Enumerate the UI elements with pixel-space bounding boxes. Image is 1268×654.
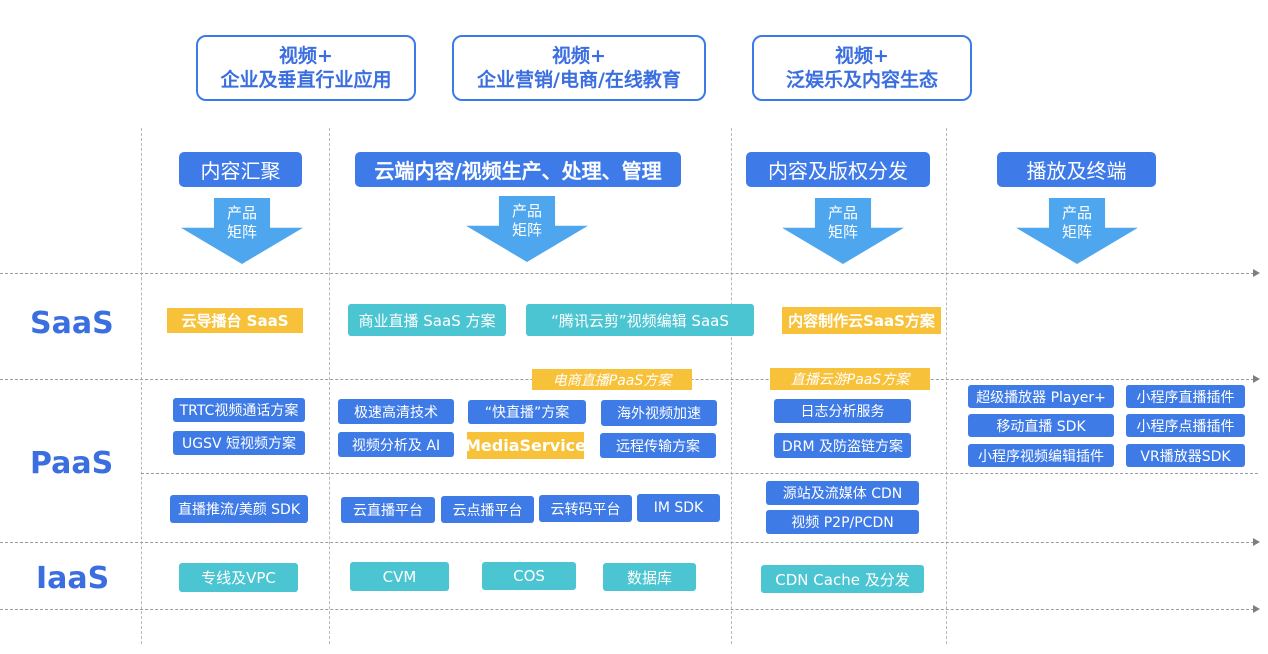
arrow-label: 矩阵 (511, 221, 542, 239)
column-divider (141, 128, 142, 644)
stage-cloud-production: 云端内容/视频生产、处理、管理 (355, 152, 681, 187)
product-matrix-arrow: 产品 矩阵 (181, 198, 303, 264)
header-line2: 企业营销/电商/在线教育 (477, 69, 681, 91)
stage-playback-terminal: 播放及终端 (997, 152, 1156, 187)
arrow-right-icon (1253, 538, 1260, 546)
column-divider (329, 128, 330, 644)
arrow-right-icon (1253, 375, 1260, 383)
product-matrix-arrow: 产品 矩阵 (782, 198, 904, 264)
iaas-cdn-cache[interactable]: CDN Cache 及分发 (761, 565, 924, 593)
layer-divider (0, 542, 1254, 543)
paas-hd-tech[interactable]: 极速高清技术 (338, 399, 454, 424)
arrow-label: 矩阵 (226, 223, 257, 241)
arrow-right-icon (1253, 269, 1260, 277)
paas-push-beauty-sdk[interactable]: 直播推流/美颜 SDK (170, 495, 308, 523)
iaas-cvm[interactable]: CVM (350, 562, 449, 591)
layer-divider (0, 609, 1254, 610)
column-divider (731, 128, 732, 644)
paas-remote-transfer[interactable]: 远程传输方案 (600, 433, 716, 458)
stage-distribution: 内容及版权分发 (746, 152, 930, 187)
column-divider (946, 128, 947, 644)
paas-vod-platform[interactable]: 云点播平台 (441, 496, 534, 523)
paas-sub-divider (141, 473, 1258, 474)
paas-ecommerce-live-label: 电商直播PaaS方案 (532, 369, 692, 390)
layer-divider (0, 273, 1254, 274)
header-line1: 视频+ (279, 45, 333, 67)
layer-label-iaas: IaaS (36, 561, 110, 596)
layer-label-paas: PaaS (30, 446, 114, 481)
product-matrix-arrow: 产品 矩阵 (466, 196, 588, 262)
paas-kuai-live[interactable]: “快直播”方案 (468, 400, 586, 424)
stage-content-aggregation: 内容汇聚 (179, 152, 302, 187)
saas-content-production[interactable]: 内容制作云SaaS方案 (782, 307, 941, 334)
paas-p2p-pcdn[interactable]: 视频 P2P/PCDN (766, 510, 919, 534)
arrow-label: 产品 (226, 204, 257, 222)
paas-media-service[interactable]: MediaService (465, 432, 586, 459)
arrow-label: 矩阵 (827, 223, 858, 241)
paas-mobile-live-sdk[interactable]: 移动直播 SDK (968, 414, 1114, 437)
header-marketing-ecommerce-education: 视频+ 企业营销/电商/在线教育 (452, 35, 706, 101)
saas-tencent-clip[interactable]: “腾讯云剪”视频编辑 SaaS (526, 304, 754, 336)
iaas-cos[interactable]: COS (482, 562, 576, 590)
paas-ugsv[interactable]: UGSV 短视频方案 (173, 431, 305, 455)
arrow-right-icon (1253, 605, 1260, 613)
paas-super-player[interactable]: 超级播放器 Player+ (968, 385, 1114, 408)
paas-live-platform[interactable]: 云直播平台 (341, 497, 435, 523)
paas-vr-player-sdk[interactable]: VR播放器SDK (1126, 444, 1245, 467)
header-line2: 企业及垂直行业应用 (220, 69, 392, 91)
iaas-database[interactable]: 数据库 (603, 563, 696, 591)
header-entertainment-content: 视频+ 泛娱乐及内容生态 (752, 35, 972, 101)
arrow-label: 产品 (827, 204, 858, 222)
arrow-label: 矩阵 (1061, 223, 1092, 241)
header-line1: 视频+ (835, 45, 889, 67)
product-matrix-arrow: 产品 矩阵 (1016, 198, 1138, 264)
paas-mini-edit-plugin[interactable]: 小程序视频编辑插件 (968, 444, 1114, 467)
paas-overseas-accel[interactable]: 海外视频加速 (601, 400, 717, 426)
paas-log-analysis[interactable]: 日志分析服务 (774, 399, 911, 423)
arrow-label: 产品 (1061, 204, 1092, 222)
paas-mini-live-plugin[interactable]: 小程序直播插件 (1126, 385, 1245, 408)
paas-live-cloud-game-label: 直播云游PaaS方案 (770, 368, 930, 390)
header-enterprise-vertical: 视频+ 企业及垂直行业应用 (196, 35, 416, 101)
header-line1: 视频+ (552, 45, 606, 67)
paas-drm[interactable]: DRM 及防盗链方案 (774, 433, 911, 458)
paas-trtc[interactable]: TRTC视频通话方案 (173, 398, 305, 422)
paas-origin-cdn[interactable]: 源站及流媒体 CDN (766, 481, 919, 505)
saas-director[interactable]: 云导播台 SaaS (167, 308, 303, 333)
paas-mini-vod-plugin[interactable]: 小程序点播插件 (1126, 414, 1245, 437)
paas-transcode-platform[interactable]: 云转码平台 (539, 495, 632, 522)
header-line2: 泛娱乐及内容生态 (785, 69, 938, 91)
iaas-vpc[interactable]: 专线及VPC (179, 563, 298, 592)
layer-label-saas: SaaS (30, 306, 114, 341)
saas-commerce-live[interactable]: 商业直播 SaaS 方案 (348, 304, 506, 336)
paas-im-sdk[interactable]: IM SDK (637, 494, 720, 522)
paas-video-ai[interactable]: 视频分析及 AI (338, 432, 454, 457)
arrow-label: 产品 (511, 202, 542, 220)
